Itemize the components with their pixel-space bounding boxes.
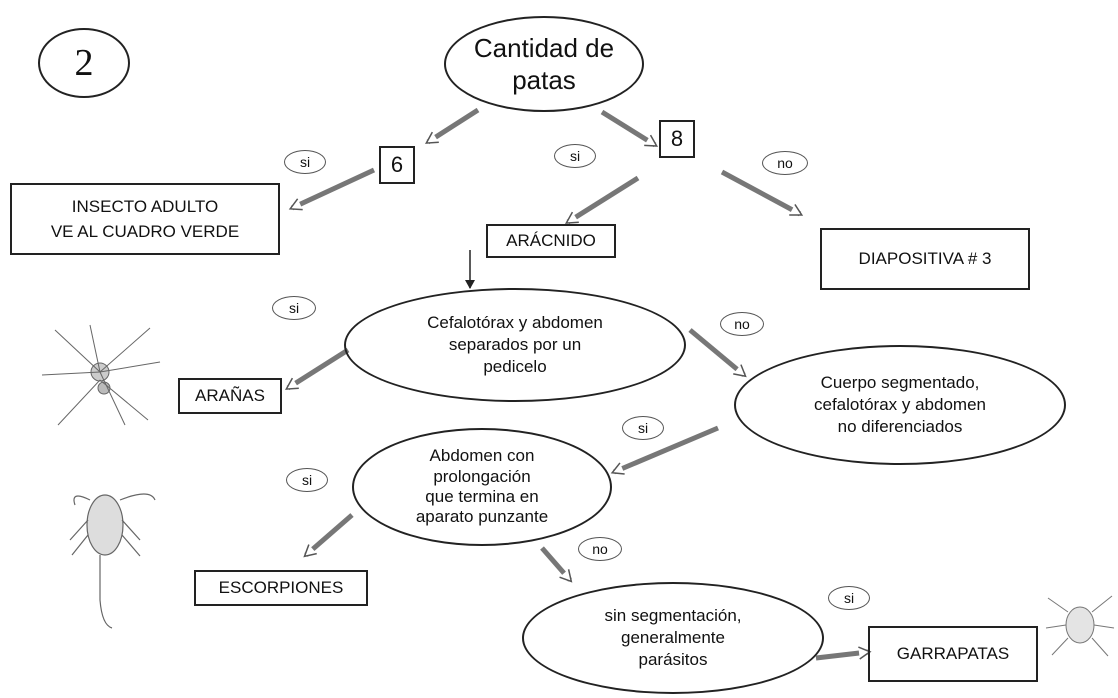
arrow-pedicelo-to-segmentado: [688, 328, 747, 378]
label-6: 6: [379, 146, 415, 184]
question-abdomen: Abdomen con prolongación que termina en …: [352, 428, 612, 546]
result-aracnido: ARÁCNIDO: [486, 224, 616, 258]
arrow-6-to-insecto: [288, 167, 376, 211]
arrow-abdomen-to-sinseg: [540, 546, 573, 583]
answer-badge: si: [828, 586, 870, 610]
tick-icon: [1045, 595, 1115, 657]
question-sin-segmentacion: sin segmentación, generalmente parásitos: [522, 582, 824, 694]
result-garrapatas: GARRAPATAS: [868, 626, 1038, 682]
label-8: 8: [659, 120, 695, 158]
answer-badge: no: [762, 151, 808, 175]
scorpion-icon: [69, 493, 156, 629]
arrow-segmentado-to-abdomen: [610, 425, 719, 475]
result-escorpiones: ESCORPIONES: [194, 570, 368, 606]
answer-badge: no: [578, 537, 622, 561]
connector-sinseg-to-garrapatas: [815, 646, 872, 661]
result-insecto-adulto: INSECTO ADULTO VE AL CUADRO VERDE: [10, 183, 280, 255]
root-node: Cantidad de patas: [444, 16, 644, 112]
arrow-8-to-aracnido: [564, 175, 640, 225]
arrow-root-to-6: [424, 107, 480, 145]
answer-badge: si: [272, 296, 316, 320]
question-segmentado: Cuerpo segmentado, cefalotórax y abdomen…: [734, 345, 1066, 465]
arrow-root-to-8: [600, 109, 659, 148]
question-pedicelo: Cefalotórax y abdomen separados por un p…: [344, 288, 686, 402]
slide-number: 2: [38, 28, 130, 98]
arrow-pedicelo-to-aranas: [284, 347, 350, 391]
spider-icon: [41, 324, 161, 426]
result-aranas: ARAÑAS: [178, 378, 282, 414]
answer-badge: si: [622, 416, 664, 440]
answer-badge: si: [554, 144, 596, 168]
arrow-abdomen-to-escorpiones: [303, 513, 354, 558]
result-diapositiva: DIAPOSITIVA # 3: [820, 228, 1030, 290]
arrow-8-to-diapositiva: [720, 169, 804, 217]
answer-badge: no: [720, 312, 764, 336]
answer-badge: si: [284, 150, 326, 174]
answer-badge: si: [286, 468, 328, 492]
